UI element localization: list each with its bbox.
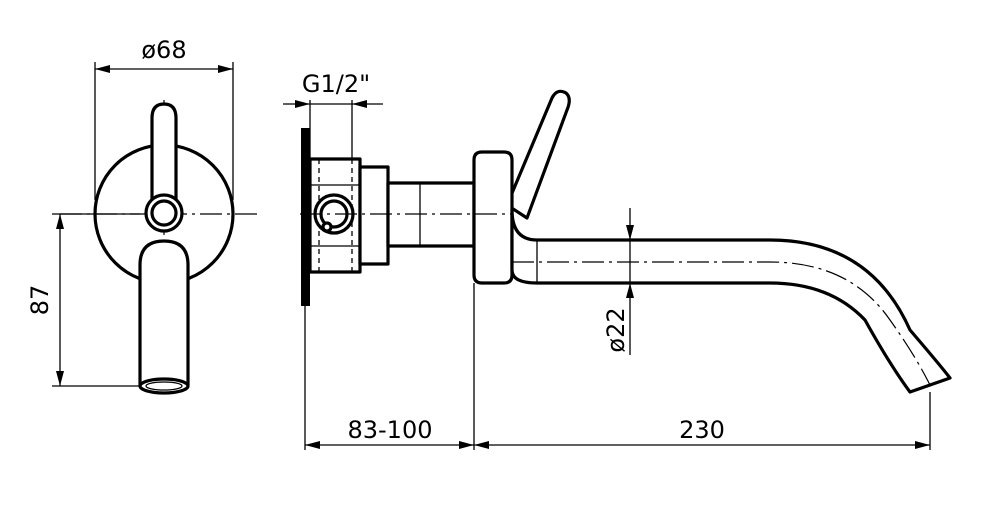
dimension-lengths: 83-100 230 xyxy=(304,283,931,450)
dimension-spout-diameter: ø22 xyxy=(602,208,634,355)
rosette-diameter-label: ø68 xyxy=(141,36,186,64)
spout-diameter-label: ø22 xyxy=(602,307,630,352)
spout xyxy=(510,208,952,394)
side-rosette xyxy=(472,150,514,285)
front-view xyxy=(60,100,262,395)
height-label: 87 xyxy=(26,285,54,316)
dimension-height: 87 xyxy=(26,213,140,387)
dimension-connection-thread: G1/2" xyxy=(283,70,383,159)
wall-plate xyxy=(301,128,310,306)
wall-depth-label: 83-100 xyxy=(347,416,432,444)
spout-length-label: 230 xyxy=(679,416,725,444)
lever-handle xyxy=(150,102,178,207)
side-view xyxy=(300,89,952,394)
dimension-rosette-diameter: ø68 xyxy=(94,36,234,200)
connection-thread-label: G1/2" xyxy=(302,70,370,98)
side-lever xyxy=(505,89,571,220)
front-spout xyxy=(138,239,190,387)
